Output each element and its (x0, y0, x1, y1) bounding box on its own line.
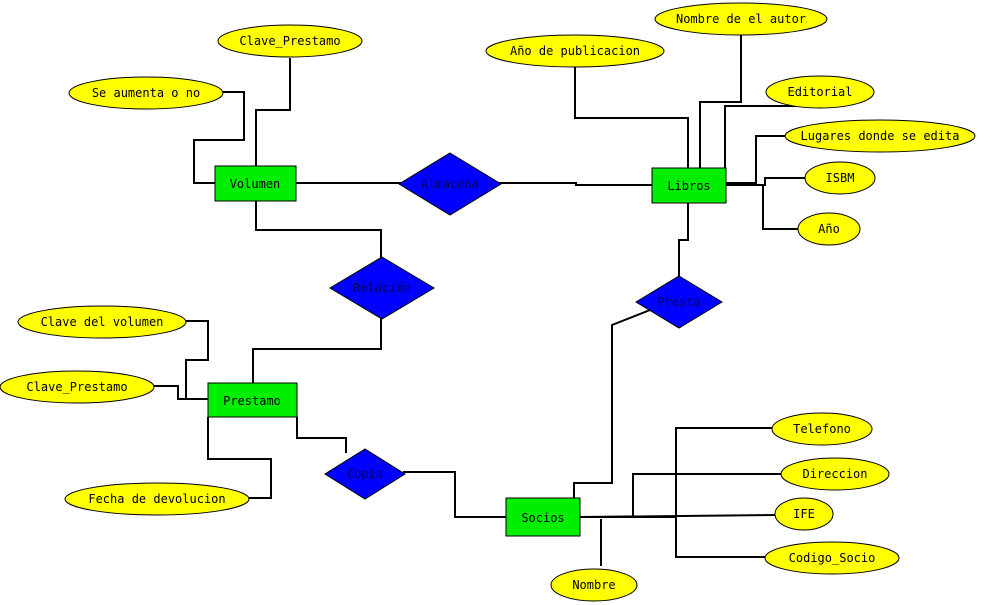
attribute-label: ISBM (826, 171, 855, 185)
line-libros-presta (678, 203, 689, 277)
entity-label: Prestamo (223, 394, 281, 408)
line-socios-ife (579, 514, 778, 518)
relationship-label: Relación (353, 281, 411, 295)
attribute-label: Nombre (572, 578, 615, 592)
attribute-fecha-de-devolucion: Fecha de devolucion (64, 482, 250, 516)
entity-label: Libros (667, 179, 710, 193)
line-socios-codigo (675, 517, 767, 558)
line-libros-anio-publicacion (574, 64, 689, 168)
attribute-label: Editorial (787, 85, 852, 99)
attribute-ife: IFE (774, 497, 834, 531)
attribute-label: Nombre de el autor (676, 12, 806, 26)
entity-libros: Libros (651, 167, 727, 204)
line-presta-socios (573, 309, 651, 498)
attribute-label: Telefono (793, 422, 851, 436)
attribute-codigo-socio: Codigo_Socio (764, 541, 900, 575)
line-socios-telefono (580, 427, 773, 518)
line-libros-nombre-autor (699, 35, 742, 168)
attribute-anio: Año (797, 212, 861, 246)
entity-prestamo: Prestamo (207, 382, 298, 418)
line-prestamo-copia (296, 417, 347, 453)
relationship-copia: Copia (324, 448, 406, 500)
entity-socios: Socios (505, 497, 581, 537)
relationship-almacena: Almacena (398, 152, 502, 216)
line-libros-editorial (724, 105, 820, 168)
attribute-isbm: ISBM (804, 161, 876, 195)
relationship-label: Copia (347, 467, 383, 481)
attribute-clave-del-volumen: Clave del volumen (17, 305, 187, 339)
attribute-editorial: Editorial (765, 75, 875, 109)
attribute-label: Clave del volumen (41, 315, 164, 329)
attribute-lugares-donde-se-edita: Lugares donde se edita (784, 119, 976, 153)
line-volumen-clave-prestamo (255, 58, 291, 166)
line-relacion-prestamo (252, 318, 382, 383)
line-almacena-libros (498, 182, 652, 186)
line-prestamo-clave-prestamo (154, 385, 208, 400)
attribute-label: Se aumenta o no (92, 86, 200, 100)
attribute-label: Fecha de devolucion (88, 492, 225, 506)
line-libros-anio (762, 186, 798, 230)
entity-label: Socios (521, 511, 564, 525)
attribute-label: Direccion (802, 467, 867, 481)
line-copia-socios (403, 471, 506, 518)
relationship-label: Almacena (421, 177, 479, 191)
attribute-se-aumenta-o-no: Se aumenta o no (68, 76, 224, 110)
attribute-telefono: Telefono (771, 412, 873, 446)
attribute-label: IFE (793, 507, 815, 521)
relationship-relacion: Relación (329, 256, 435, 320)
line-libros-isbm (726, 177, 806, 186)
attribute-label: Año (818, 222, 840, 236)
attribute-label: Año de publicacion (510, 44, 640, 58)
line-volumen-aumenta (193, 91, 245, 184)
entity-label: Volumen (230, 177, 281, 191)
attribute-clave-prestamo-prestamo: Clave_Prestamo (0, 370, 155, 404)
attribute-anio-de-publicacion: Año de publicacion (485, 34, 665, 68)
relationship-label: Presta (657, 295, 700, 309)
line-volumen-relacion (255, 201, 382, 260)
line-libros-lugares (726, 135, 788, 184)
line-prestamo-clave-volumen (184, 320, 209, 400)
attribute-label: Clave_Prestamo (26, 380, 127, 394)
attribute-label: Clave_Prestamo (239, 34, 340, 48)
attribute-label: Codigo_Socio (789, 551, 876, 565)
attribute-label: Lugares donde se edita (801, 129, 960, 143)
attribute-nombre: Nombre (550, 568, 638, 602)
attribute-direccion: Direccion (780, 457, 890, 491)
attribute-clave-prestamo-volumen: Clave_Prestamo (217, 24, 363, 58)
connector-lines (154, 35, 820, 566)
line-prestamo-fecha (207, 417, 272, 499)
attribute-nombre-de-el-autor: Nombre de el autor (654, 2, 828, 36)
line-socios-direccion (632, 473, 781, 517)
entity-volumen: Volumen (214, 165, 297, 202)
relationship-presta: Presta (635, 275, 723, 329)
